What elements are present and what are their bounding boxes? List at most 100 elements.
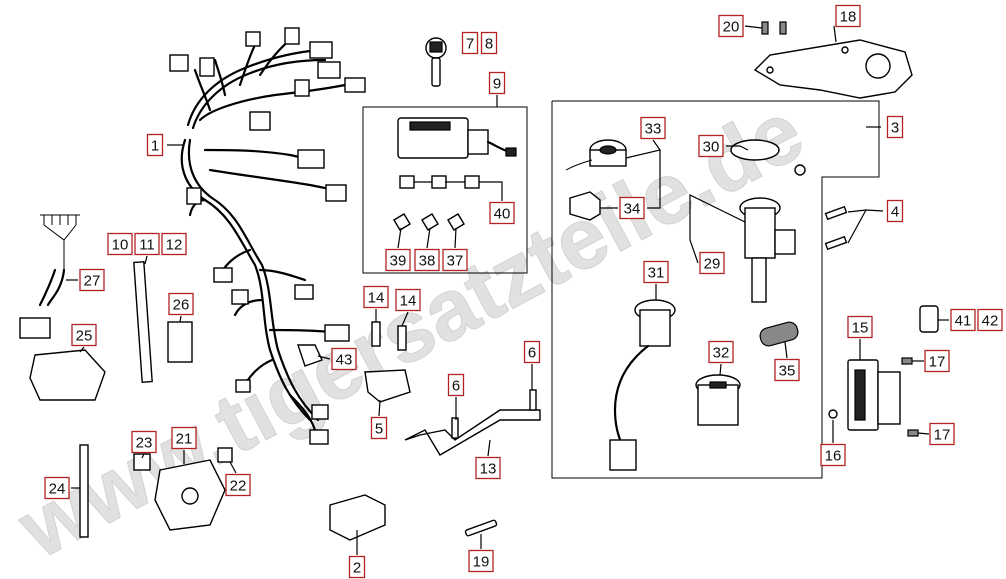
callout-box [44,476,70,500]
callout-box [168,292,194,316]
callout-box [146,133,164,157]
callout-box [699,251,725,275]
callout-box [461,31,479,55]
callout-c37: 37 [442,248,468,272]
callout-number: 38 [419,253,436,270]
callout-number: 22 [230,478,247,495]
callout-number: 15 [852,320,869,337]
callout-box [171,426,197,450]
callout-number: 24 [49,481,66,498]
callout-number: 13 [480,461,497,478]
callout-box [370,416,388,440]
callout-number: 40 [494,206,511,223]
callout-box [468,549,494,573]
callout-c29: 29 [699,251,725,275]
callout-c16: 16 [820,443,846,467]
callout-number: 11 [139,237,155,254]
callout-c10: 10 [107,232,133,256]
callout-number: 19 [473,554,490,571]
control-unit [828,305,939,437]
callout-number: 9 [493,76,501,93]
callout-box [489,201,515,225]
left-components [19,214,233,538]
callout-c42: 42 [977,308,1003,332]
callout-number: 41 [955,313,972,330]
callout-box [886,115,904,139]
callout-box [363,285,389,309]
callout-c38: 38 [414,248,440,272]
callout-box [847,315,873,339]
callout-box [395,288,421,312]
callout-number: 17 [929,354,946,371]
callout-c23: 23 [131,430,157,454]
callout-number: 34 [624,201,641,218]
callout-c24: 24 [44,476,70,500]
callout-box [977,308,1003,332]
callout-number: 25 [76,328,93,345]
callout-box [71,323,97,347]
callout-box [480,31,498,55]
callout-box [107,232,133,256]
callout-number: 7 [466,36,474,53]
callout-box [134,232,160,256]
callout-c9: 9 [488,71,506,95]
callout-c3: 3 [886,115,904,139]
callout-number: 12 [166,237,183,254]
callout-number: 6 [528,345,536,362]
callout-box [331,347,357,371]
callout-number: 33 [645,121,662,138]
callout-number: 32 [713,345,730,362]
callout-number: 42 [982,313,999,330]
callout-c18: 18 [835,4,861,28]
callout-box [708,340,734,364]
callout-c31: 31 [643,260,669,284]
callout-box [523,340,541,364]
callout-box [488,71,506,95]
callout-c7: 7 [461,31,479,55]
callout-box [414,248,440,272]
group-frame-9 [362,106,528,274]
callout-number: 2 [353,560,361,577]
callout-box [643,260,669,284]
callout-c17a: 17 [924,349,950,373]
callout-number: 10 [112,237,129,254]
callout-box [698,134,724,158]
screws-4 [824,205,848,251]
callout-box [774,358,800,382]
callout-c20: 20 [718,14,744,38]
callout-box [385,248,411,272]
callout-number: 23 [136,435,153,452]
callout-number: 31 [648,265,665,282]
callout-c21: 21 [171,426,197,450]
callout-c22: 22 [225,473,251,497]
callout-box [447,373,465,397]
callout-c41: 41 [950,308,976,332]
callout-c19: 19 [468,549,494,573]
callout-number: 6 [452,378,460,395]
callout-box [820,443,846,467]
callout-c27: 27 [79,268,105,292]
callout-box [835,4,861,28]
callout-c13: 13 [475,456,501,480]
callout-c26: 26 [168,292,194,316]
mounting-plate [753,21,913,99]
callout-c11: 11 [134,232,160,256]
callout-box [718,14,744,38]
callout-c14a: 14 [363,285,389,309]
callout-number: 43 [336,352,353,369]
callout-box [886,199,904,223]
leader-lines [66,25,949,555]
callout-box [640,116,666,140]
callout-number: 5 [375,421,383,438]
callout-number: 35 [779,363,796,380]
callout-number: 21 [176,431,193,448]
callout-number: 17 [934,427,951,444]
callout-c25: 25 [71,323,97,347]
callout-box [348,555,366,579]
callout-c34: 34 [619,196,645,220]
callout-c43: 43 [331,347,357,371]
callout-box [161,232,187,256]
callout-c2: 2 [348,555,366,579]
callout-box [475,456,501,480]
